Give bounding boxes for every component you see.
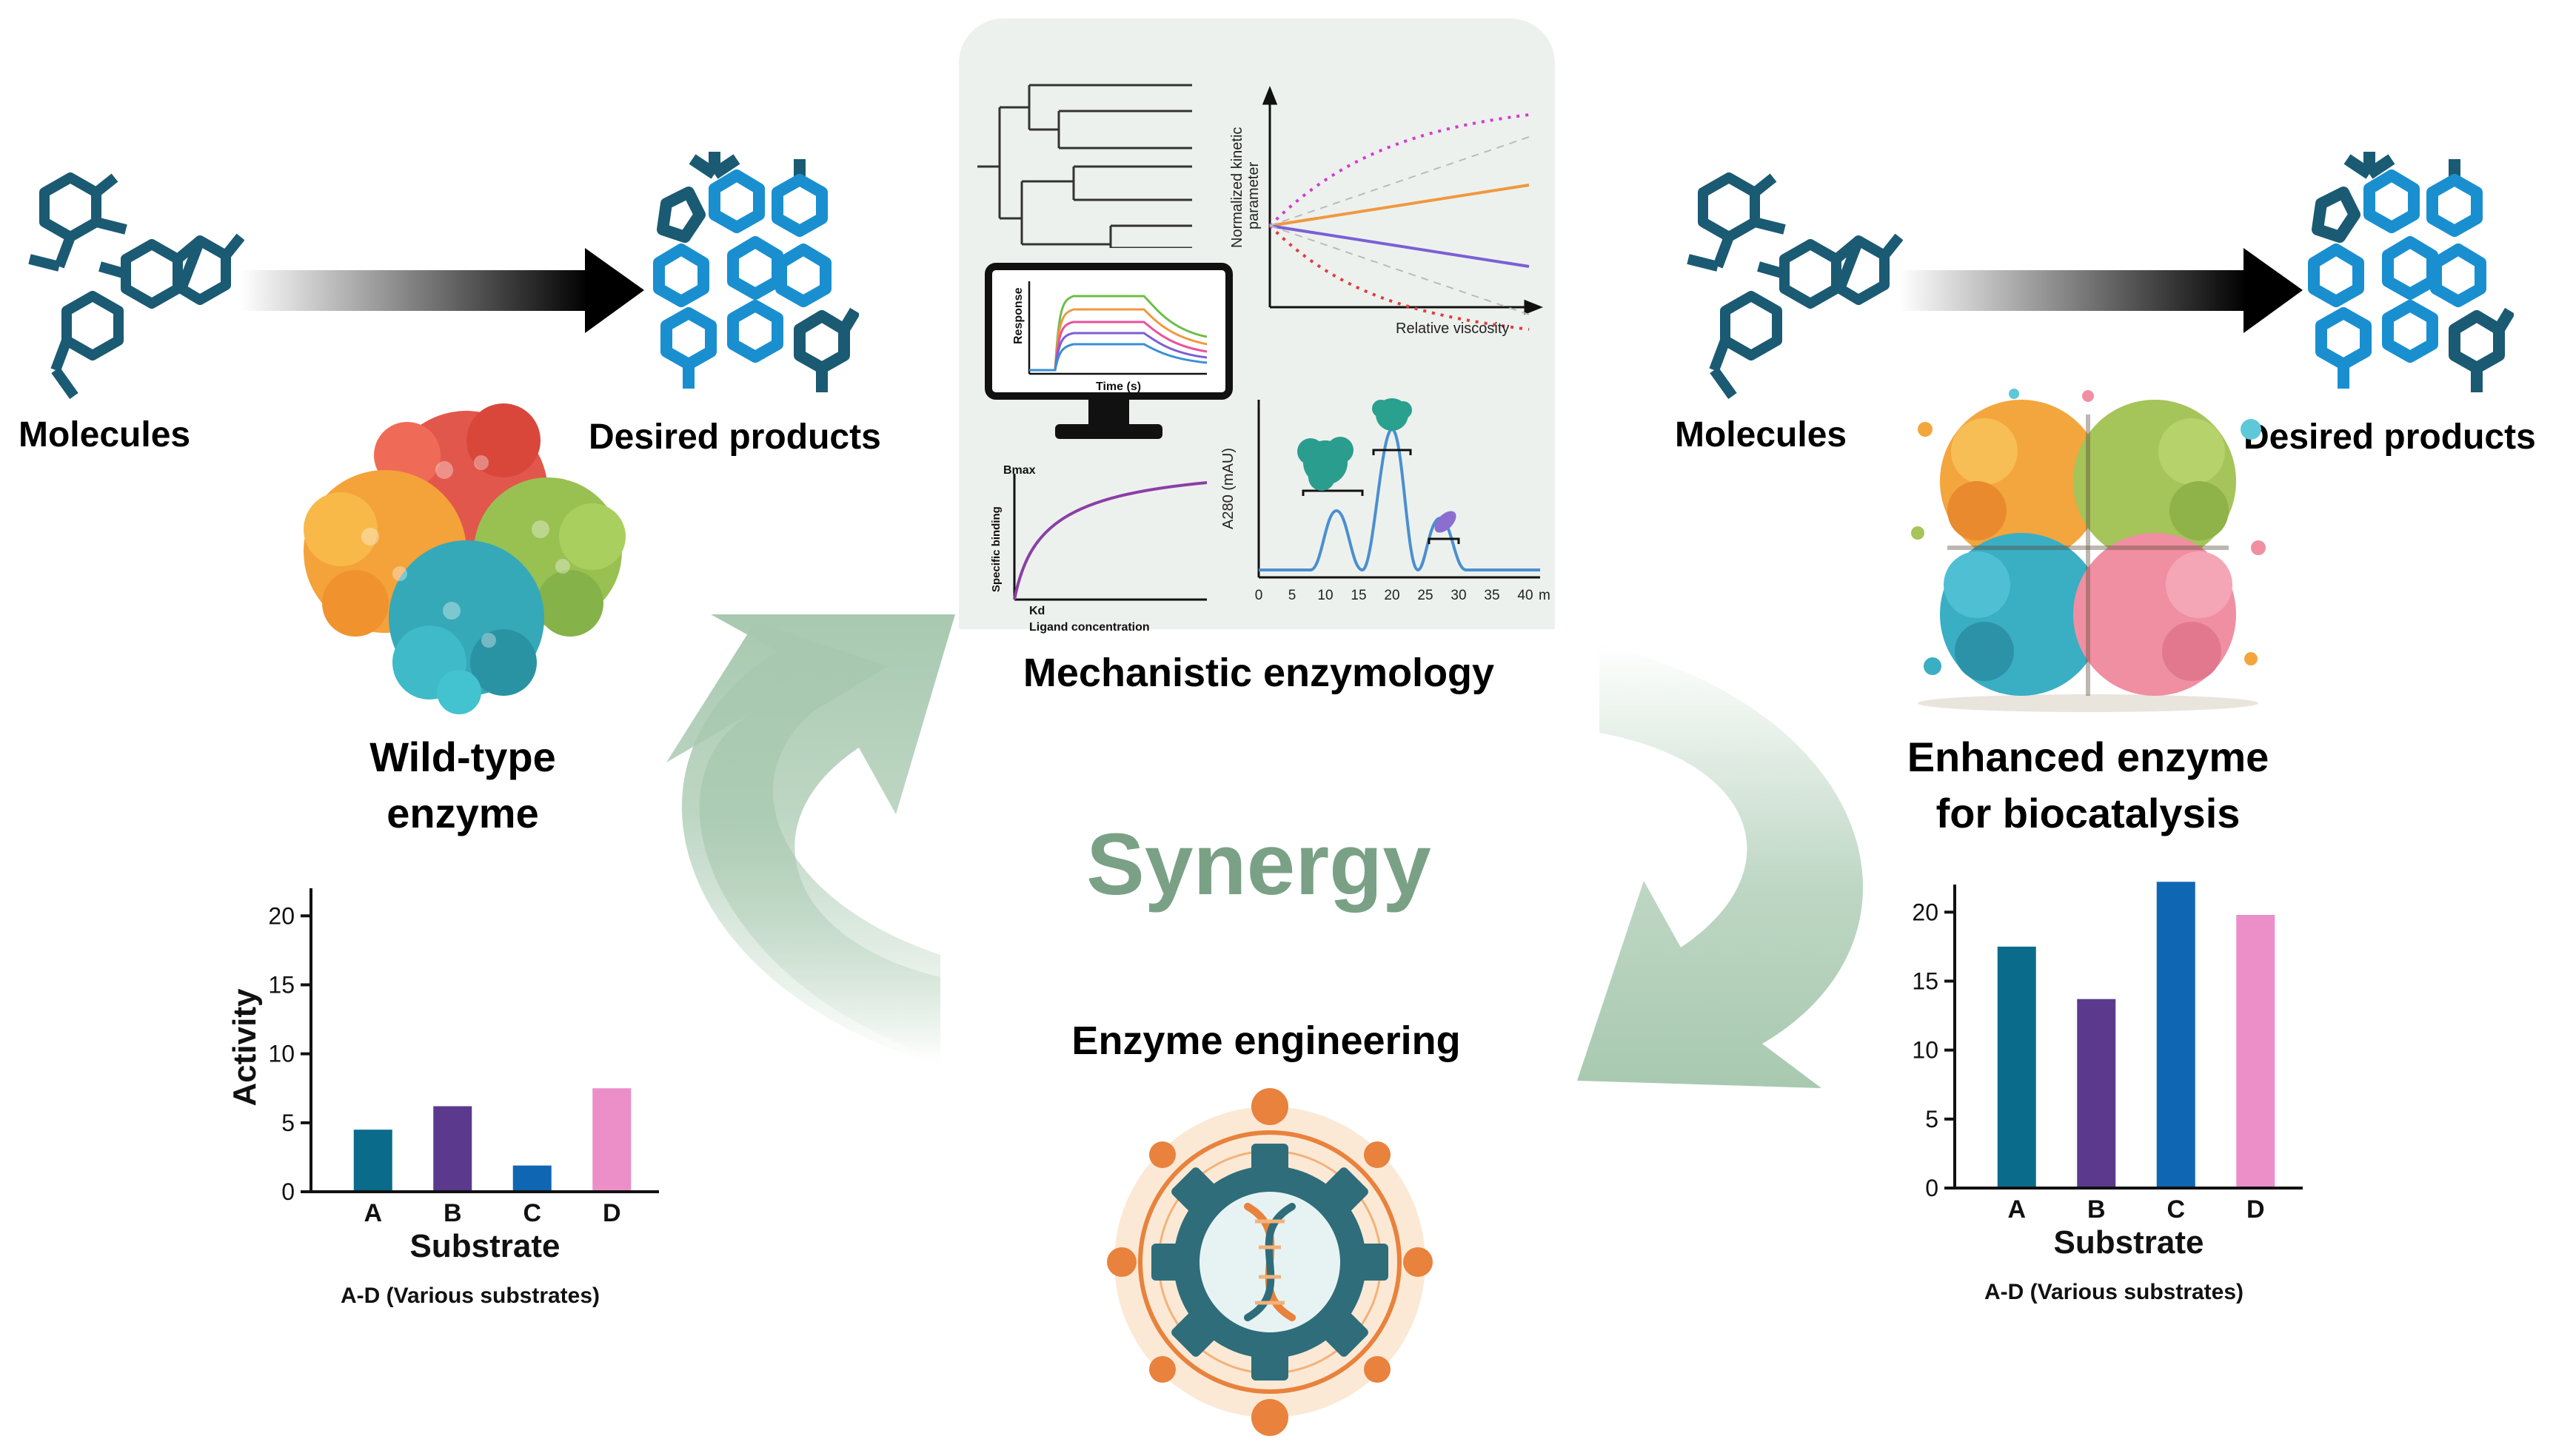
bar-A	[353, 1130, 392, 1190]
binding-ylabel: Specific binding	[990, 506, 1003, 592]
reaction-arrow-left	[241, 248, 644, 333]
viscosity-ylabel-2: parameter	[1245, 162, 1262, 229]
y-tick-label: 15	[1912, 967, 1938, 994]
bar-B	[433, 1106, 472, 1190]
sec-tick: 20	[1384, 588, 1399, 603]
sec-tick: 10	[1317, 588, 1333, 603]
y-tick-label: 10	[1912, 1037, 1938, 1064]
binding-xlabel: Ligand concentration	[1029, 621, 1150, 634]
wild-type-enzyme-title: Wild-type enzyme	[311, 729, 615, 841]
enhanced-title-line1: Enhanced enzyme	[1907, 734, 2269, 780]
product-molecules-right	[2308, 152, 2514, 392]
sensorgram-monitor: Response Time (s)	[985, 263, 1233, 439]
enhanced-title-line2: for biocatalysis	[1935, 789, 2241, 836]
sec-tick: 15	[1351, 588, 1366, 603]
x-tick-label: B	[444, 1199, 462, 1227]
mechanistic-enzymology-label: Mechanistic enzymology	[1023, 651, 1495, 695]
synergy-label: Synergy	[1086, 816, 1431, 913]
chart-caption: A-D (Various substrates)	[1984, 1280, 2244, 1304]
y-tick-label: 10	[268, 1041, 295, 1067]
x-tick-label: C	[523, 1199, 541, 1227]
x-tick-label: A	[364, 1199, 382, 1227]
molecules-label-left: Molecules	[19, 415, 191, 454]
mechanistic-enzymology-panel: Normalized kinetic parameter Relative vi…	[959, 19, 1555, 634]
product-molecules-left	[653, 152, 859, 392]
sec-tick: 40	[1517, 588, 1533, 603]
y-tick-label: 20	[1912, 899, 1938, 925]
monitor-ylabel: Response	[1012, 287, 1025, 344]
substrate-molecules-right	[1687, 172, 1903, 400]
bar-C	[2156, 882, 2195, 1187]
y-axis-label: Activity	[227, 988, 263, 1106]
x-tick-label: D	[2246, 1195, 2265, 1224]
x-axis-label: Substrate	[2054, 1224, 2204, 1261]
molecules-label-right: Molecules	[1675, 415, 1847, 454]
enzyme-engineering-label: Enzyme engineering	[1071, 1019, 1461, 1063]
phylogenetic-tree	[977, 84, 1192, 248]
y-tick-label: 0	[281, 1178, 295, 1205]
bar-A	[1997, 946, 2036, 1187]
binding-bmax: Bmax	[1003, 464, 1036, 477]
y-tick-label: 5	[1925, 1106, 1938, 1133]
bar-C	[512, 1165, 552, 1190]
bar-B	[2077, 999, 2116, 1187]
wild-type-title-line1: Wild-type	[369, 734, 556, 780]
sec-tick: 0	[1255, 588, 1263, 603]
x-axis-label: Substrate	[410, 1228, 561, 1264]
bar-D	[2236, 915, 2275, 1187]
desired-products-label-right: Desired products	[2244, 417, 2536, 457]
reaction-arrow-right	[1899, 248, 2303, 333]
sec-tick: 30	[1451, 588, 1466, 603]
size-exclusion-chromatogram: A280 (mAU) 0 5 10 15 20 25 30 35 40 ml	[1220, 398, 1551, 603]
desired-products-label-left: Desired products	[589, 417, 881, 457]
y-tick-label: 0	[1925, 1175, 1938, 1201]
viscosity-plot: Normalized kinetic parameter Relative vi…	[1229, 85, 1544, 337]
enhanced-enzyme-illustration	[1911, 389, 2266, 712]
x-tick-label: B	[2087, 1195, 2106, 1224]
sec-ylabel: A280 (mAU)	[1220, 448, 1237, 529]
monitor-xlabel: Time (s)	[1096, 380, 1141, 393]
enhanced-enzyme-title: Enhanced enzyme for biocatalysis	[1866, 729, 2310, 841]
sec-tick: 35	[1484, 588, 1499, 603]
sec-unit: ml	[1539, 588, 1551, 603]
bar-D	[592, 1088, 632, 1190]
viscosity-ylabel-1: Normalized kinetic	[1229, 127, 1245, 248]
sec-tick: 25	[1417, 588, 1433, 603]
sec-tick: 5	[1288, 588, 1296, 603]
y-tick-label: 15	[268, 971, 295, 998]
chart-caption: A-D (Various substrates)	[341, 1284, 600, 1308]
viscosity-xlabel: Relative viscosity	[1396, 321, 1509, 337]
substrate-molecules-left	[28, 172, 244, 400]
x-tick-label: C	[2166, 1195, 2185, 1224]
y-tick-label: 20	[268, 902, 295, 929]
x-tick-label: A	[2007, 1195, 2026, 1224]
cycle-arrow-left-body	[681, 614, 955, 1066]
enzyme-engineering-illustration	[1107, 1088, 1433, 1436]
wild-type-title-line2: enzyme	[387, 789, 539, 836]
binding-curve: Bmax Specific binding Kd Ligand concentr…	[990, 464, 1208, 634]
y-tick-label: 5	[281, 1110, 295, 1136]
wild-type-enzyme-illustration	[304, 403, 626, 714]
binding-kd: Kd	[1029, 605, 1045, 617]
cycle-arrow-right-body	[1577, 644, 1864, 1088]
x-tick-label: D	[603, 1199, 621, 1227]
